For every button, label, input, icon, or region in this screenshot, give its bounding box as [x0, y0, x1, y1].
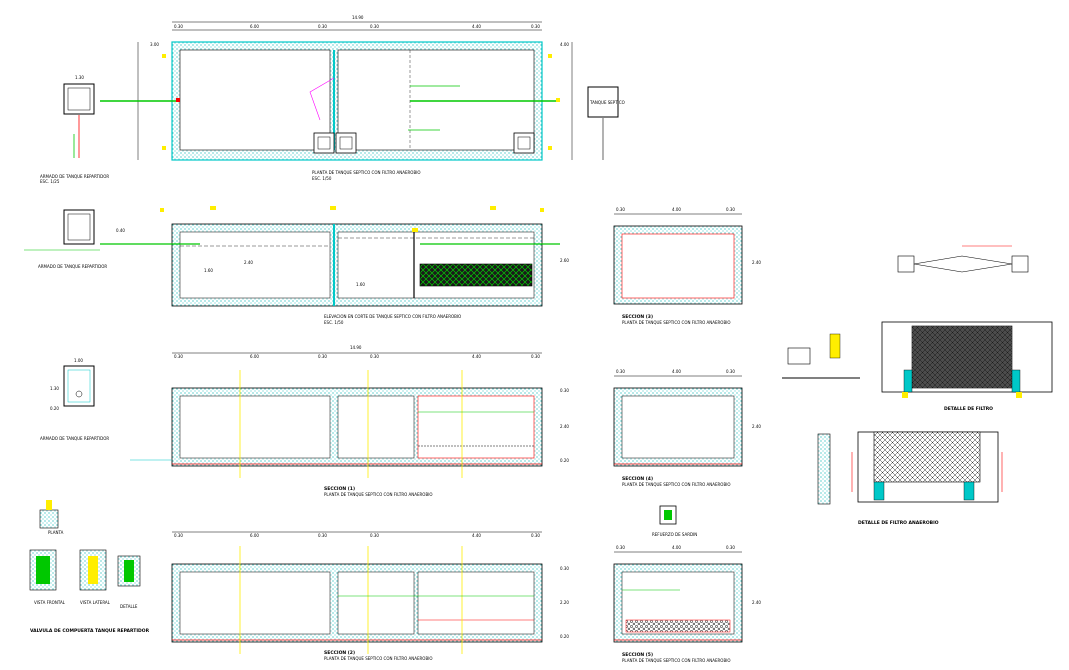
elev-dim-3: 1.60: [356, 282, 365, 287]
plan-left-box-scale: ESC. 1/25: [40, 179, 60, 184]
elev-left-box-label: ARMADO DE TANQUE REPARTIDOR: [38, 264, 107, 269]
ss1-dim-0: 0.30: [616, 207, 625, 212]
s3-dim-3: 0.30: [370, 533, 379, 538]
small-section-1: 0.30 4.00 0.30 2.40 SECCION (3) PLANTA D…: [613, 207, 761, 325]
plan-view: 14.90 0.30 6.00 0.30 0.30 4.40 0.30 3.00…: [40, 15, 625, 184]
s2-label: SECCION (1): [324, 486, 355, 492]
small-section-2: 0.30 4.00 0.30 2.40 SECCION (4) PLANTA D…: [613, 369, 761, 487]
ss2-dim-1: 4.00: [672, 369, 681, 374]
ss2-title: PLANTA DE TANQUE SEPTICO CON FILTRO ANAE…: [622, 482, 731, 487]
plan-scale: ESC. 1/50: [312, 176, 332, 181]
s2-dim-right-0: 0.30: [560, 388, 569, 393]
s2-left-dim-1: 1.30: [50, 386, 59, 391]
s2-dim-1: 6.00: [250, 354, 259, 359]
plan-top-dims: 0.30 6.00 0.30 0.30 4.40 0.30: [174, 24, 540, 29]
s3-dim-4: 4.40: [472, 533, 481, 538]
elev-dim-1: 1.60: [204, 268, 213, 273]
right-details: DETALLE DE FILTRO DETALLE DE FILTRO ANAE…: [782, 245, 1053, 526]
ss1-title: PLANTA DE TANQUE SEPTICO CON FILTRO ANAE…: [622, 320, 731, 325]
ss3-dim-right: 2.40: [752, 600, 761, 605]
plan-right-box-label: TANQUE SEPTICO: [589, 100, 625, 105]
s3-dim-right-2: 0.20: [560, 634, 569, 639]
valve-label-0: PLANTA: [48, 530, 64, 535]
s3-dim-1: 6.00: [250, 533, 259, 538]
small-detail-label: REFUERZO DE SARDIN: [652, 532, 697, 537]
valve-label-2: VISTA LATERAL: [80, 600, 111, 605]
ss3-title: PLANTA DE TANQUE SEPTICO CON FILTRO ANAE…: [622, 658, 731, 663]
s3-dim-right-1: 2.20: [560, 600, 569, 605]
valve-title: VALVULA DE COMPUERTA TANQUE REPARTIDOR: [30, 628, 150, 634]
ss1-dim-2: 0.30: [726, 207, 735, 212]
elev-title: ELEVACION EN CORTE DE TANQUE SEPTICO CON…: [324, 314, 461, 319]
plan-title: PLANTA DE TANQUE SEPTICO CON FILTRO ANAE…: [312, 170, 421, 175]
plan-dim-2: 0.30: [318, 24, 327, 29]
s2-dim-4: 4.40: [472, 354, 481, 359]
valve-label-3: DETALLE: [120, 604, 138, 609]
s3-dim-2: 0.30: [318, 533, 327, 538]
s3-title: PLANTA DE TANQUE SEPTICO CON FILTRO ANAE…: [324, 656, 433, 661]
ss1-label: SECCION (3): [622, 314, 653, 320]
small-section-3: 0.30 4.00 0.30 2.40 SECCION (5) PLANTA D…: [613, 545, 761, 663]
section-2: 14.90 0.30 6.00 0.30 0.30 4.40 0.30 0.30…: [40, 345, 569, 497]
s2-left-box-label: ARMADO DE TANQUE REPARTIDOR: [40, 436, 109, 441]
s3-dim-0: 0.30: [174, 533, 183, 538]
elev-dim-4: 2.60: [560, 258, 569, 263]
right-detail-label-top: DETALLE DE FILTRO: [944, 406, 993, 412]
plan-dim-right: 4.00: [560, 42, 569, 47]
ss1-dim-1: 4.00: [672, 207, 681, 212]
elev-dim-2: 2.40: [244, 260, 253, 265]
s2-dim-2: 0.30: [318, 354, 327, 359]
elevation-view: 0.40 1.60 2.40 1.60 2.60 ARMADO DE TANQU…: [24, 206, 569, 325]
ss2-dim-0: 0.30: [616, 369, 625, 374]
small-detail: REFUERZO DE SARDIN: [652, 505, 697, 537]
plan-left-box: 1.30 ARMADO DE TANQUE REPARTIDOR ESC. 1/…: [40, 75, 109, 184]
s2-dim-5: 0.30: [531, 354, 540, 359]
s2-title: PLANTA DE TANQUE SEPTICO CON FILTRO ANAE…: [324, 492, 433, 497]
ss1-dim-right: 2.40: [752, 260, 761, 265]
ss2-label: SECCION (4): [622, 476, 653, 482]
ss2-dim-right: 2.40: [752, 424, 761, 429]
ss3-dim-2: 0.30: [726, 545, 735, 550]
s2-dim-0: 0.30: [174, 354, 183, 359]
plan-dim-0: 0.30: [174, 24, 183, 29]
valve-label-1: VISTA FRONTAL: [34, 600, 66, 605]
s3-dim-5: 0.30: [531, 533, 540, 538]
plan-left-box-label: ARMADO DE TANQUE REPARTIDOR: [40, 174, 109, 179]
plan-dim-1: 6.00: [250, 24, 259, 29]
s3-label: SECCION (2): [324, 650, 355, 656]
ss3-label: SECCION (5): [622, 652, 653, 658]
s2-dim-right-2: 0.20: [560, 458, 569, 463]
s2-overall-dim: 14.90: [350, 345, 362, 350]
s3-dim-right-0: 0.30: [560, 566, 569, 571]
valve-detail: PLANTA VISTA FRONTAL VISTA LATERAL DETAL…: [29, 500, 150, 634]
plan-dim-3: 0.30: [370, 24, 379, 29]
plan-overall-dim: 14.90: [352, 15, 364, 20]
s2-dim-right-1: 2.40: [560, 424, 569, 429]
elev-dim-0: 0.40: [116, 228, 125, 233]
ss3-dim-0: 0.30: [616, 545, 625, 550]
s2-left-dim-0: 1.00: [74, 358, 83, 363]
ss2-dim-2: 0.30: [726, 369, 735, 374]
elev-scale: ESC. 1/50: [324, 320, 344, 325]
plan-dim-5: 0.30: [531, 24, 540, 29]
plan-dim-left: 3.00: [150, 42, 159, 47]
plan-right-box: TANQUE SEPTICO: [587, 86, 625, 160]
plan-left-box-dim: 1.30: [75, 75, 84, 80]
right-detail-label-bottom: DETALLE DE FILTRO ANAEROBIO: [858, 520, 939, 526]
ss3-dim-1: 4.00: [672, 545, 681, 550]
section-3: 0.30 6.00 0.30 0.30 4.40 0.30 0.30 2.20 …: [171, 531, 569, 661]
s2-left-dim-2: 0.20: [50, 406, 59, 411]
s2-dim-3: 0.30: [370, 354, 379, 359]
plan-dim-4: 4.40: [472, 24, 481, 29]
